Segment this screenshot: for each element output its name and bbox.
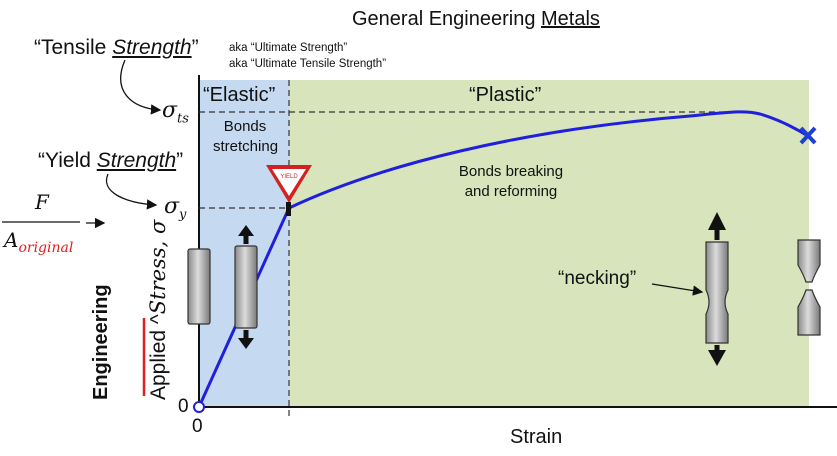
fracture-x-icon	[799, 126, 817, 145]
sigma-ts-symbol: σts	[162, 98, 189, 127]
yield-strength-label: “Yield Strength”	[38, 149, 184, 172]
specimen-fractured	[797, 239, 821, 336]
y-origin-label: 0	[178, 396, 189, 417]
sigma-y-symbol: σy	[164, 194, 187, 223]
x-origin-label: 0	[192, 416, 203, 437]
yield-strength-arrow	[105, 173, 158, 210]
necking-arrow	[651, 283, 704, 296]
tensile-strength-label: “Tensile Strength”	[34, 36, 199, 59]
plastic-region	[289, 80, 809, 407]
y-axis-label-engineering: Engineering	[90, 284, 112, 400]
y-axis-label-stress: Applied ^Stress, σ	[146, 219, 170, 400]
aka-ultimate-strength: aka “Ultimate Strength”	[229, 42, 348, 54]
stress-strain-curve	[197, 110, 809, 408]
svg-text:YIELD: YIELD	[280, 174, 298, 180]
fraction-numerator: F	[35, 190, 49, 214]
specimen-elastic-stretched	[234, 225, 258, 349]
plastic-region-label: “Plastic”	[469, 84, 542, 106]
necking-label: “necking”	[558, 268, 637, 289]
x-axis-label: Strain	[510, 426, 563, 448]
fraction-denominator: Aoriginal	[4, 228, 74, 256]
elastic-region-label: “Elastic”	[203, 84, 276, 106]
origin-point	[193, 401, 205, 413]
specimen-unloaded	[187, 248, 211, 325]
diagram-title: General Engineering Metals	[352, 8, 600, 30]
tensile-strength-arrow	[120, 59, 162, 115]
specimen-necking	[705, 212, 729, 366]
yield-sign-icon: YIELD	[266, 165, 312, 216]
aka-ultimate-tensile-strength: aka “Ultimate Tensile Strength”	[229, 58, 387, 70]
